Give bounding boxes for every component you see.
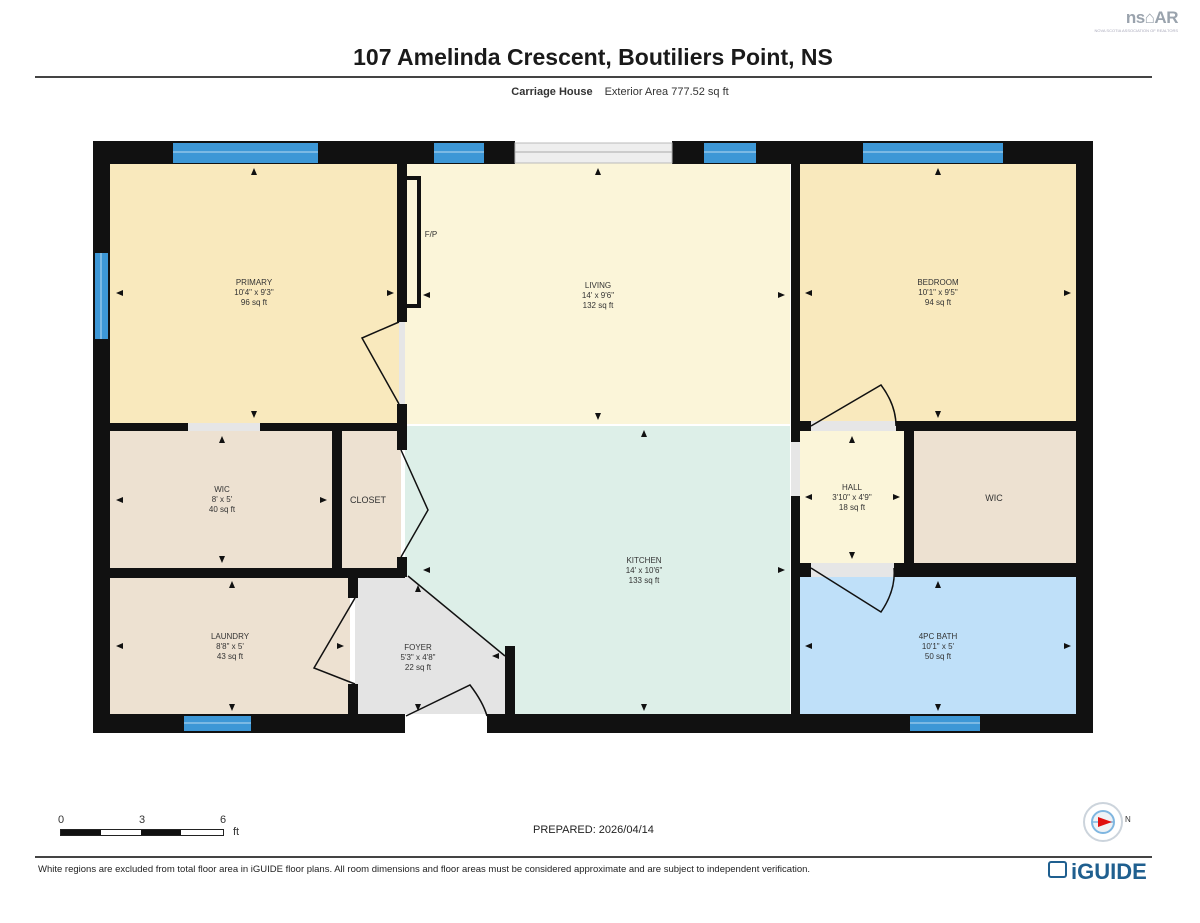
label-bedroom-dims: 10'1" x 9'5" [918,288,958,297]
label-bath-name: 4PC BATH [919,632,958,641]
compass-north-label: N [1125,815,1131,824]
label-hall-dims: 3'10" x 4'9" [832,493,872,502]
label-primary-dims: 10'4" x 9'3" [234,288,274,297]
label-bath-dims: 10'1" x 5' [922,642,955,651]
label-closet: CLOSET [350,495,387,505]
room-hall [799,430,905,565]
scale-bar [60,829,224,836]
room-bath [799,576,1076,716]
exterior-area: Exterior Area 777.52 sq ft [604,86,729,98]
room-wic-2 [912,430,1076,565]
dimension-arrows [116,168,1071,711]
label-wic1-dims: 8' x 5' [212,495,233,504]
scale-unit: ft [233,826,240,838]
label-kitchen-area: 133 sq ft [629,576,660,585]
window-sills [100,151,1003,724]
label-living-area: 132 sq ft [583,301,614,310]
label-bath-area: 50 sq ft [925,652,952,661]
label-foyer-dims: 5'3" x 4'8" [401,653,436,662]
iguide-logo: iGUIDE [1048,859,1147,885]
interior-openings [188,322,896,577]
building-name: Carriage House [511,86,593,98]
room-closet [339,430,401,570]
iguide-logo-icon [1048,861,1067,878]
label-laundry-name: LAUNDRY [211,632,250,641]
room-primary [110,162,400,424]
room-living [405,162,790,424]
label-wic2: WIC [985,493,1003,503]
label-kitchen-name: KITCHEN [626,556,661,565]
label-laundry-area: 43 sq ft [217,652,244,661]
prepared-date: PREPARED: 2026/04/14 [533,824,654,836]
nsar-logo: ns⌂AR [1125,8,1179,27]
label-foyer-name: FOYER [404,643,432,652]
label-living-name: LIVING [585,281,611,290]
compass-icon [1083,802,1123,842]
label-bedroom-name: BEDROOM [917,278,959,287]
nsar-logo-subtext: NOVA SCOTIA ASSOCIATION OF REALTORS [1094,28,1179,33]
room-laundry [110,576,350,716]
entry-door-opening [405,714,487,733]
page-title: 107 Amelinda Crescent, Boutiliers Point,… [353,44,833,70]
header-divider [35,76,1152,78]
label-hall-area: 18 sq ft [839,503,866,512]
footer-divider [35,856,1152,858]
label-wic1-area: 40 sq ft [209,505,236,514]
label-hall-name: HALL [842,483,863,492]
label-wic1-name: WIC [214,485,230,494]
label-bedroom-area: 94 sq ft [925,298,952,307]
door-swings [312,321,897,717]
interior-walls [110,162,1076,716]
label-foyer-area: 22 sq ft [405,663,432,672]
scale-label-6: 6 [220,814,227,826]
room-foyer [355,576,505,716]
scale-label-0: 0 [58,814,65,826]
scale-label-3: 3 [139,814,146,826]
fireplace [403,176,421,308]
label-primary-area: 96 sq ft [241,298,268,307]
room-wic-1 [110,430,332,570]
room-bedroom [799,162,1076,424]
disclaimer: White regions are excluded from total fl… [38,864,811,875]
iguide-logo-text: iGUIDE [1071,859,1147,884]
label-kitchen-dims: 14' x 10'6" [626,566,663,575]
sliding-door [514,142,673,164]
label-primary-name: PRIMARY [236,278,273,287]
label-fp: F/P [425,230,437,239]
label-living-dims: 14' x 9'6" [582,291,614,300]
subtitle: Carriage House Exterior Area 777.52 sq ft [0,86,1200,98]
label-laundry-dims: 8'8" x 5' [216,642,244,651]
